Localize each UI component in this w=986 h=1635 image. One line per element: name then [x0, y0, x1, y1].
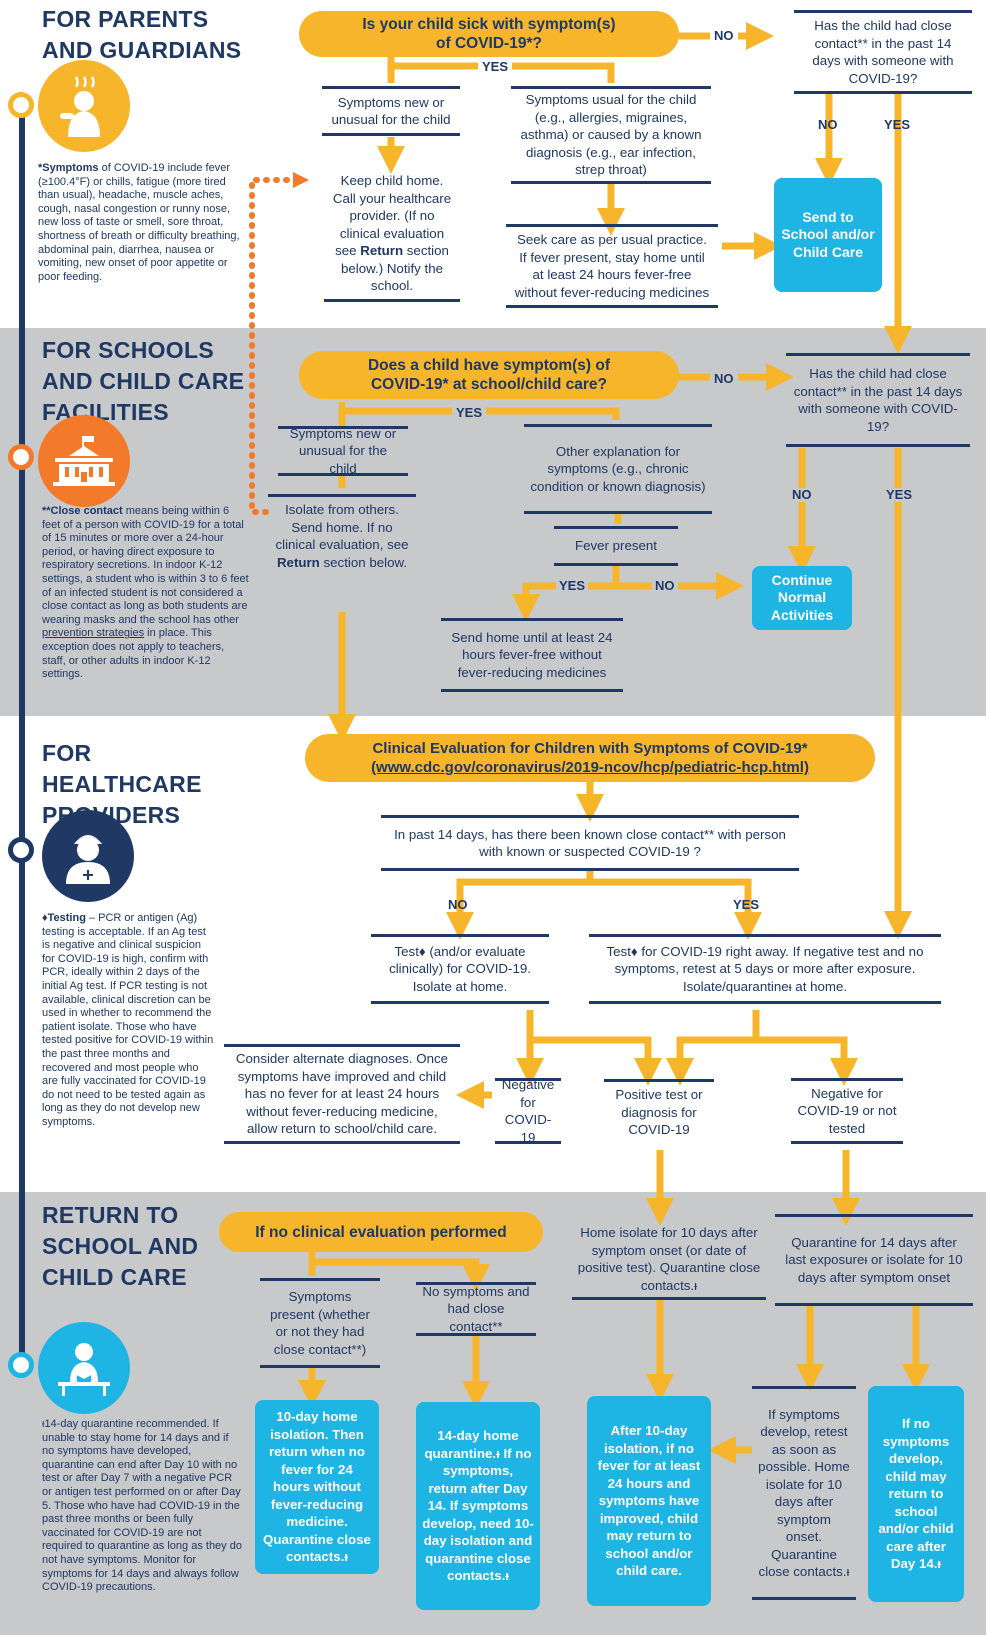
- parents-keep-home-text-end: section below.) Notify the school.: [341, 243, 449, 293]
- schools-no-label: NO: [710, 372, 738, 386]
- parents-keep-home: Keep child home. Call your healthcare pr…: [324, 172, 460, 302]
- schools-symptoms-new: Symptoms new or unusual for the child: [278, 426, 408, 476]
- testing-note: ♦Testing – PCR or antigen (Ag) testing i…: [42, 912, 214, 1130]
- providers-yes-label: YES: [733, 897, 760, 912]
- parents-keep-home-text: Keep child home. Call your healthcare pr…: [332, 173, 452, 258]
- parents-contact-no-label: NO: [818, 117, 838, 132]
- section-parents-heading: FOR PARENTS AND GUARDIANS: [42, 6, 242, 63]
- schools-fever-present: Fever present: [554, 526, 678, 566]
- sick-child-icon: [38, 60, 130, 152]
- return-no-symptoms: No symptoms and had close contact**: [416, 1282, 536, 1336]
- return-quarantine-14: Quarantine for 14 days after last exposu…: [775, 1214, 973, 1306]
- testing-note-text: – PCR or antigen (Ag) testing is accepta…: [42, 912, 214, 1128]
- parents-yes-label: YES: [478, 60, 513, 74]
- child-reading-icon: [38, 1322, 130, 1414]
- schools-contact-yes-label: YES: [886, 487, 913, 502]
- providers-no-label: NO: [448, 897, 468, 912]
- symptoms-note-term: *Symptoms: [38, 162, 99, 174]
- providers-negative: Negative for COVID-19: [495, 1077, 561, 1145]
- continue-normal-box: Continue Normal Activities: [752, 566, 852, 630]
- schools-fever-yes-label: YES: [556, 579, 589, 593]
- timeline-node-schools: [8, 444, 34, 470]
- parents-contact-yes-label: YES: [884, 117, 911, 132]
- schools-isolate-return: Return: [276, 554, 320, 570]
- providers-test-contact: Test♦ for COVID-19 right away. If negati…: [589, 934, 941, 1004]
- symptoms-note-text: of COVID-19 include fever (≥100.4°F) or …: [38, 162, 240, 283]
- school-building-icon: [38, 415, 130, 507]
- schools-isolate-text-end: section below.: [319, 554, 408, 570]
- quarantine-note-text: ᵻ14-day quarantine recommended. If unabl…: [42, 1418, 242, 1594]
- section-providers-heading: FOR HEALTHCARE PROVIDERS: [42, 740, 202, 828]
- timeline-node-return: [8, 1352, 34, 1378]
- schools-yes-label: YES: [452, 406, 487, 420]
- timeline-node-providers: [8, 837, 34, 863]
- clinical-evaluation-title: Clinical Evaluation for Children with Sy…: [372, 740, 808, 757]
- parents-question-pill: Is your child sick with symptom(s) of CO…: [299, 11, 679, 57]
- providers-contact-question: In past 14 days, has there been known cl…: [381, 815, 799, 871]
- clinical-evaluation-pill: Clinical Evaluation for Children with Sy…: [305, 734, 875, 782]
- schools-question-pill: Does a child have symptom(s) of COVID-19…: [299, 351, 679, 399]
- testing-note-term: ♦Testing: [42, 912, 86, 924]
- symptoms-note: *Symptoms of COVID-19 include fever (≥10…: [38, 162, 240, 284]
- providers-test-no-contact: Test♦ (and/or evaluate clinically) for C…: [371, 934, 549, 1004]
- parents-symptoms-new: Symptoms new or unusual for the child: [322, 86, 460, 136]
- close-contact-note-text-end: in place. This exception does not apply …: [42, 627, 225, 681]
- schools-isolate-text: Isolate from others. Send home. If no cl…: [275, 502, 409, 552]
- parents-seek-care: Seek care as per usual practice. If feve…: [506, 224, 718, 308]
- parents-no-label: NO: [710, 29, 738, 43]
- schools-other-explanation: Other explanation for symptoms (e.g., ch…: [524, 424, 712, 514]
- return-if-symptoms-develop: If symptoms develop, retest as soon as p…: [752, 1386, 856, 1600]
- close-contact-note-term: **Close contact: [42, 505, 123, 517]
- return-home-isolate: Home isolate for 10 days after symptom o…: [572, 1224, 766, 1300]
- return-ten-day-box: 10-day home isolation. Then return when …: [255, 1400, 379, 1574]
- providers-positive: Positive test or diagnosis for COVID-19: [604, 1079, 714, 1145]
- return-fourteen-day-box: 14-day home quarantine.ᵻ If no symptoms,…: [416, 1402, 540, 1610]
- schools-contact-question: Has the child had close contact** in the…: [786, 353, 970, 447]
- providers-negative-or-not-tested: Negative for COVID-19 or not tested: [791, 1078, 903, 1144]
- parents-contact-question: Has the child had close contact** in the…: [794, 10, 972, 94]
- close-contact-note-text: means being within 6 feet of a person wi…: [42, 505, 249, 626]
- return-after-ten-box: After 10-day isolation, if no fever for …: [587, 1396, 711, 1606]
- send-to-school-box: Send to School and/or Child Care: [774, 178, 882, 292]
- healthcare-provider-icon: [42, 810, 134, 902]
- return-if-no-symptoms-box: If no symptoms develop, child may return…: [868, 1386, 964, 1602]
- prevention-strategies-link[interactable]: prevention strategies: [42, 627, 145, 640]
- schools-send-home: Send home until at least 24 hours fever-…: [441, 618, 623, 692]
- timeline-node-parents: [8, 92, 34, 118]
- clinical-evaluation-link[interactable]: (www.cdc.gov/coronavirus/2019-ncov/hcp/p…: [371, 759, 809, 776]
- parents-symptoms-usual: Symptoms usual for the child (e.g., alle…: [511, 86, 711, 184]
- schools-fever-no-label: NO: [652, 579, 678, 593]
- parents-keep-home-return: Return: [360, 243, 404, 258]
- providers-alternate-diagnoses: Consider alternate diagnoses. Once sympt…: [224, 1044, 460, 1144]
- section-return-heading: RETURN TO SCHOOL AND CHILD CARE: [42, 1202, 199, 1290]
- quarantine-note: ᵻ14-day quarantine recommended. If unabl…: [42, 1418, 242, 1595]
- close-contact-note: **Close contact means being within 6 fee…: [42, 505, 250, 682]
- schools-contact-no-label: NO: [792, 487, 812, 502]
- no-clinical-evaluation-pill: If no clinical evaluation performed: [219, 1212, 543, 1252]
- return-symptoms-present: Symptoms present (whether or not they ha…: [260, 1278, 380, 1368]
- schools-isolate: Isolate from others. Send home. If no cl…: [268, 494, 416, 606]
- section-schools-heading: FOR SCHOOLS AND CHILD CARE FACILITIES: [42, 337, 245, 425]
